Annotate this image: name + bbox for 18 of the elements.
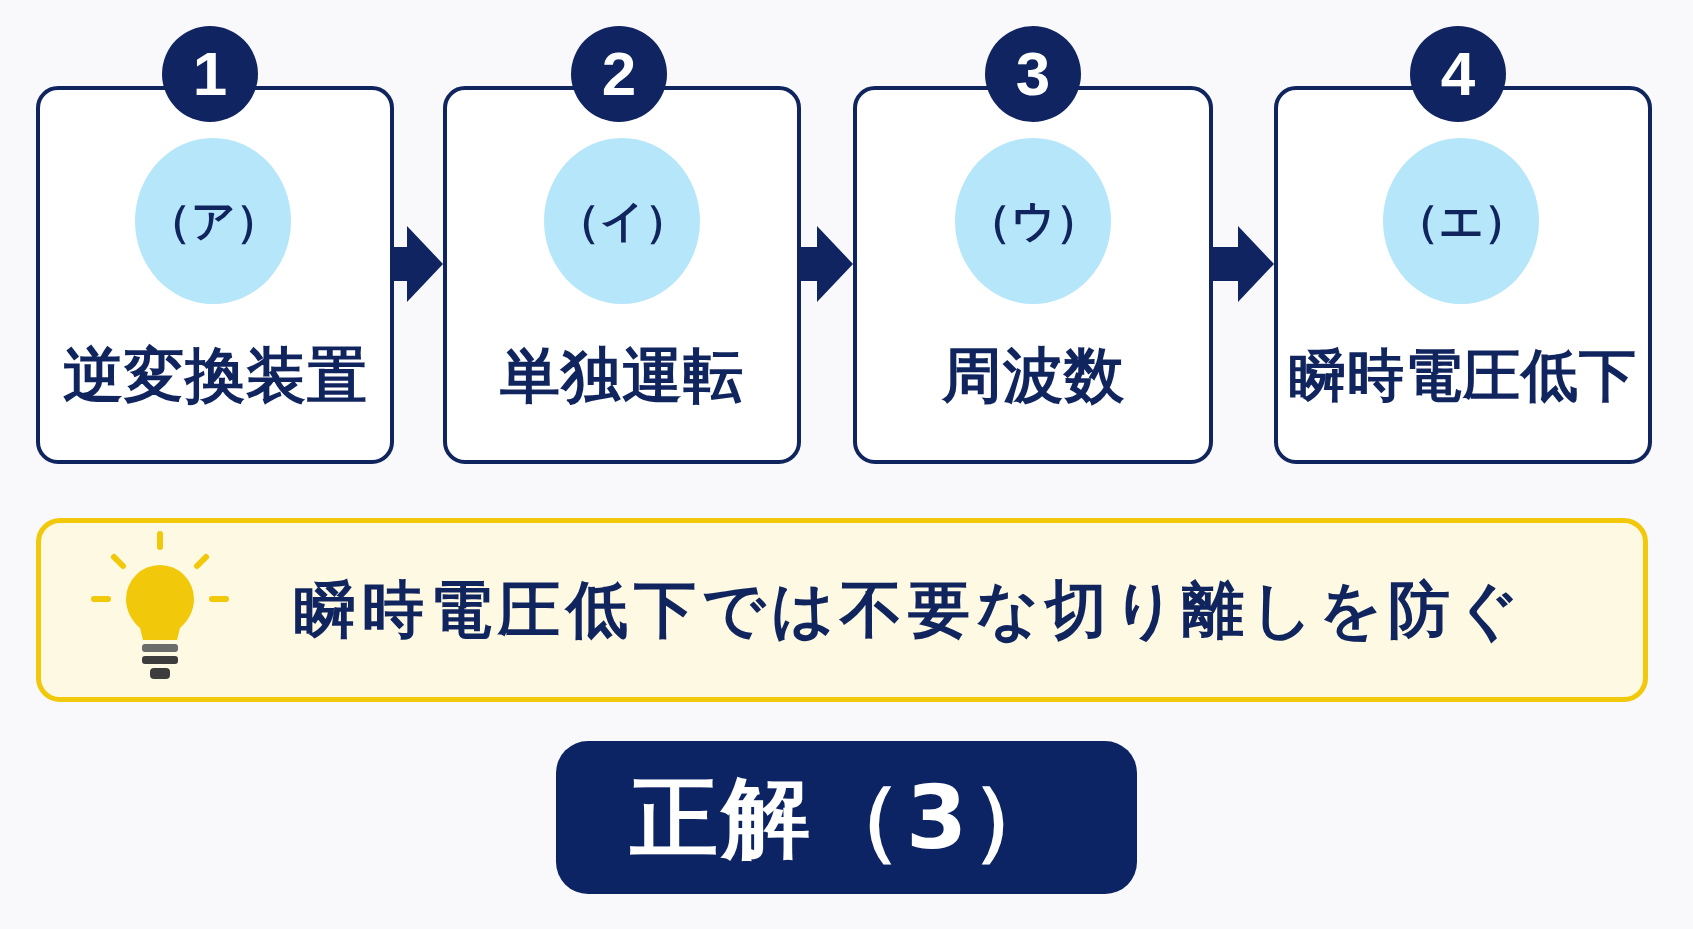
step-number: 4 (1410, 26, 1506, 122)
option-label: （エ） (1383, 138, 1539, 304)
step-title: 逆変換装置 (62, 339, 368, 411)
tip-text: 瞬時電圧低下では不要な切り離しを防ぐ (294, 573, 1525, 647)
answer-banner: 正解（3） (556, 741, 1137, 894)
option-label: （ア） (135, 138, 291, 304)
step-title: 単独運転 (500, 339, 744, 411)
option-label: （ウ） (955, 138, 1111, 304)
option-label: （イ） (544, 138, 700, 304)
tip-panel (36, 518, 1648, 702)
step-number: 1 (162, 26, 258, 122)
step-title: 瞬時電圧低下 (1289, 341, 1637, 410)
arrow (1213, 226, 1274, 302)
arrow (801, 226, 853, 302)
step-title: 周波数 (941, 339, 1125, 411)
arrow (394, 226, 443, 302)
step-number: 3 (985, 26, 1081, 122)
step-number: 2 (571, 26, 667, 122)
